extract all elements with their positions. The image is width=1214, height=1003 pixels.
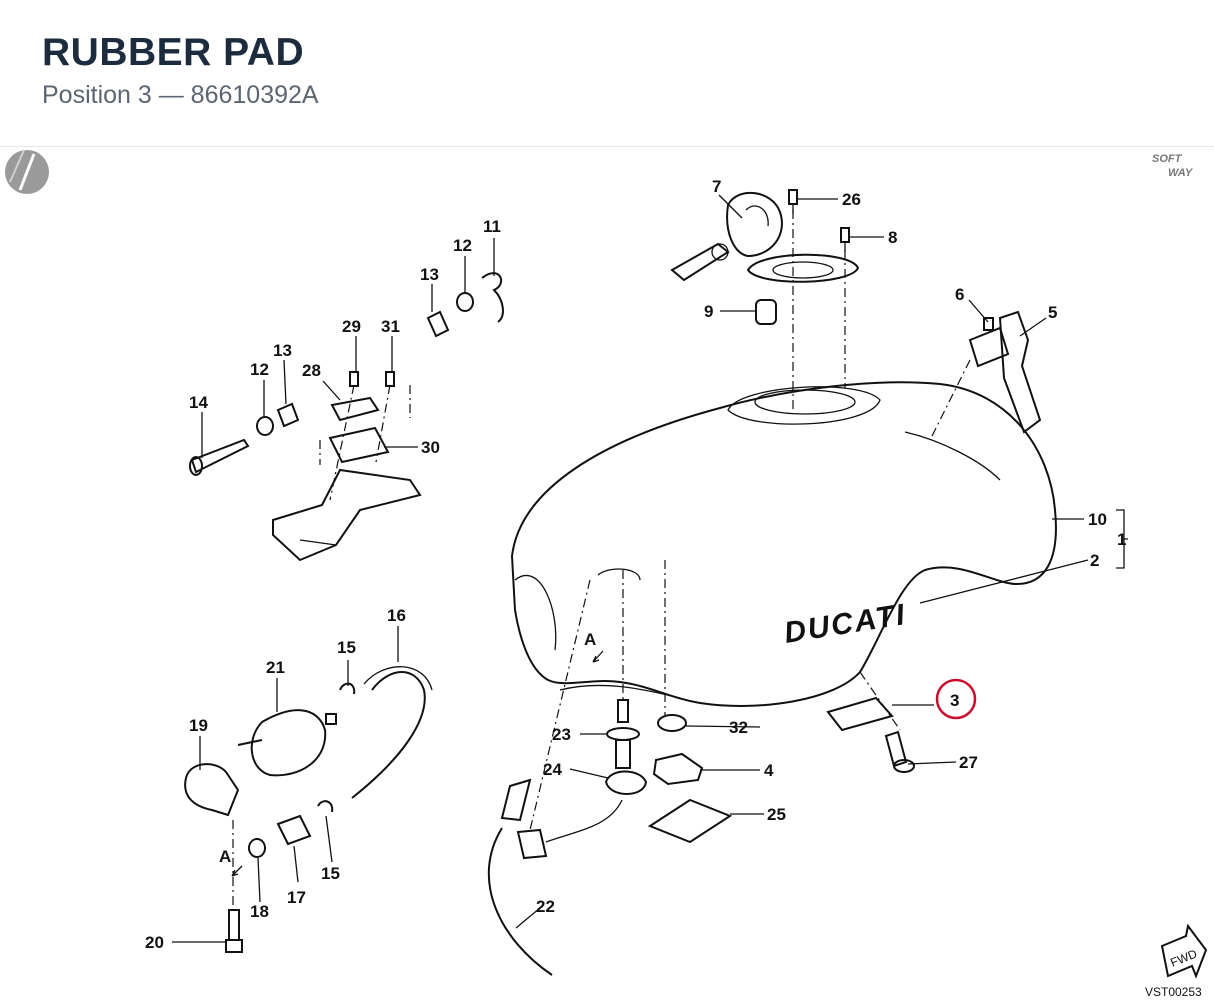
tank-brand-text: DUCATI	[782, 598, 909, 650]
catalog-logo-icon	[5, 149, 49, 194]
page-title: RUBBER PAD	[42, 31, 305, 74]
callout-1: 1	[1117, 530, 1126, 549]
callout-22: 22	[536, 897, 555, 916]
callout-24: 24	[543, 760, 562, 779]
rubber-pad-part	[826, 696, 894, 732]
view-marker-a-tank: A	[584, 630, 596, 649]
callout-13-top: 13	[420, 265, 439, 284]
fuel-tank-drawing: DUCATI A	[510, 381, 1057, 707]
highlight-ring-position-3	[935, 678, 977, 720]
callout-8: 8	[888, 228, 897, 247]
callout-10: 10	[1088, 510, 1107, 529]
callout-15-top: 15	[337, 638, 356, 657]
callout-29: 29	[342, 317, 361, 336]
callout-20: 20	[145, 933, 164, 952]
softway-logo-line1: SOFT	[1152, 153, 1183, 165]
forward-direction-badge: FWD	[1160, 923, 1208, 979]
callout-26: 26	[842, 190, 861, 209]
callout-3-highlighted: 3	[950, 691, 959, 710]
callout-15-bottom: 15	[321, 864, 340, 883]
view-marker-a-filter: A	[219, 847, 231, 866]
callout-27: 27	[959, 753, 978, 772]
callout-25: 25	[767, 805, 786, 824]
diagram-reference-code: VST00253	[1145, 985, 1202, 999]
page-subtitle: Position 3 — 86610392A	[42, 81, 319, 109]
callout-7: 7	[712, 177, 721, 196]
callout-4: 4	[764, 761, 774, 780]
callout-30: 30	[421, 438, 440, 457]
callout-2: 2	[1090, 551, 1099, 570]
callout-17: 17	[287, 888, 306, 907]
callout-18: 18	[250, 902, 269, 921]
strap-and-pad-group	[826, 310, 1042, 773]
softway-logo-line2: WAY	[1168, 167, 1194, 179]
header: RUBBER PAD Position 3 — 86610392A	[42, 30, 319, 112]
callout-14: 14	[189, 393, 208, 412]
callout-11: 11	[483, 217, 501, 236]
callout-28: 28	[302, 361, 321, 380]
callout-32: 32	[729, 718, 748, 737]
fuel-filter-group: A	[184, 666, 433, 953]
callout-12-top: 12	[453, 236, 472, 255]
callout-6: 6	[955, 285, 964, 304]
callout-31: 31	[381, 317, 400, 336]
fuel-cap-assembly	[670, 189, 860, 325]
leader-lines	[172, 194, 1128, 943]
softway-logo: SOFT WAY	[1152, 153, 1194, 179]
callout-19: 19	[189, 716, 208, 735]
callout-13-left: 13	[273, 341, 292, 360]
callout-labels: 1 2 3 4 5 6 7 8 9 10 11 12 13 13 12 14 1…	[145, 177, 1126, 952]
drain-fitting-group	[487, 699, 733, 976]
header-divider	[0, 146, 1214, 147]
callout-5: 5	[1048, 303, 1057, 322]
callout-16: 16	[387, 606, 406, 625]
callout-9: 9	[704, 302, 713, 321]
fwd-label: FWD	[1168, 946, 1199, 969]
callout-12-left: 12	[250, 360, 269, 379]
assembly-axis-lines	[232, 210, 971, 910]
callout-23: 23	[552, 725, 571, 744]
callout-21: 21	[266, 658, 285, 677]
mounting-bracket-group	[189, 272, 504, 562]
